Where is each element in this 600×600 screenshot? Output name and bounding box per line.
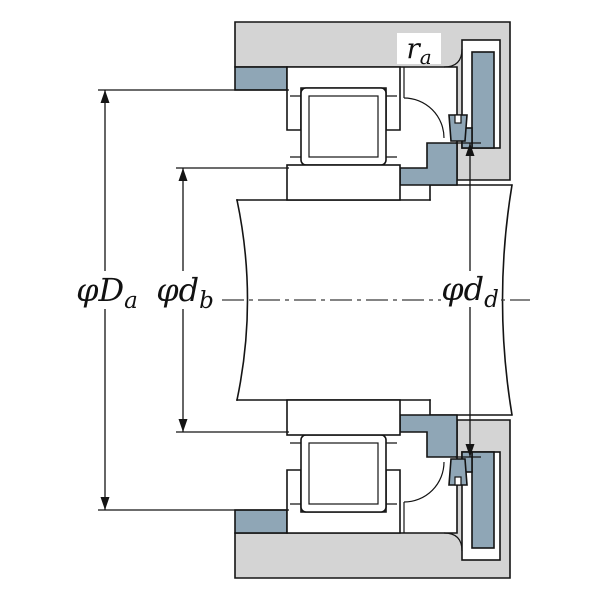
cover-cap-lower xyxy=(471,451,495,549)
label-db-backplate xyxy=(155,271,215,309)
cover-fillet-upper xyxy=(403,97,445,139)
bearing-upper-outer-ring xyxy=(286,66,401,131)
label-ra-backplate xyxy=(397,33,441,64)
snap-ring-notch-lower xyxy=(454,476,462,486)
dim-Da-arrow-bottom xyxy=(100,497,110,510)
cover-cap-upper xyxy=(471,51,495,149)
cover-fillet-lower xyxy=(403,461,445,503)
bearing-upper-cage-rails xyxy=(290,95,397,158)
housing-spacer-lower-left xyxy=(234,509,288,534)
shaft-break-left xyxy=(236,199,249,401)
dim-Da-arrow-top xyxy=(100,90,110,103)
shaft-abutment-ring-lower xyxy=(399,414,458,458)
housing-spacer-upper-left xyxy=(234,66,288,91)
bearing-lower-roller xyxy=(300,434,387,513)
bearing-upper-roller xyxy=(300,87,387,166)
dim-dd-arrow-bottom xyxy=(465,444,475,457)
housing-fillet-arc-upper xyxy=(443,48,463,68)
snap-ring-notch-upper xyxy=(454,114,462,124)
dim-db-arrow-top xyxy=(178,168,188,181)
dim-db-extension-lines xyxy=(176,167,289,433)
bearing-lower-inner-ring xyxy=(286,399,401,436)
shaft-abutment-ring-upper xyxy=(399,142,458,186)
dim-label-Da: φDa xyxy=(76,271,138,314)
housing-fillet-arc-lower xyxy=(443,532,463,552)
bearing-upper-inner-ring xyxy=(286,164,401,201)
dim-dd-extension-lines xyxy=(455,142,481,458)
dim-db-arrow-bottom xyxy=(178,419,188,432)
bearing-lower-outer-ring xyxy=(286,469,401,534)
dim-Da-extension-lines xyxy=(98,89,289,511)
dim-label-db: φdb xyxy=(156,271,214,314)
bearing-upper-cage xyxy=(308,95,379,158)
dim-dd-arrow-top xyxy=(465,143,475,156)
dim-label-ra: ra xyxy=(406,32,431,69)
bearing-lower-cage xyxy=(308,442,379,505)
label-dd-backplate xyxy=(441,271,499,307)
dim-label-dd: φdd xyxy=(441,270,499,313)
label-Da-backplate xyxy=(74,271,140,309)
bearing-lower-cage-rails xyxy=(290,442,397,505)
